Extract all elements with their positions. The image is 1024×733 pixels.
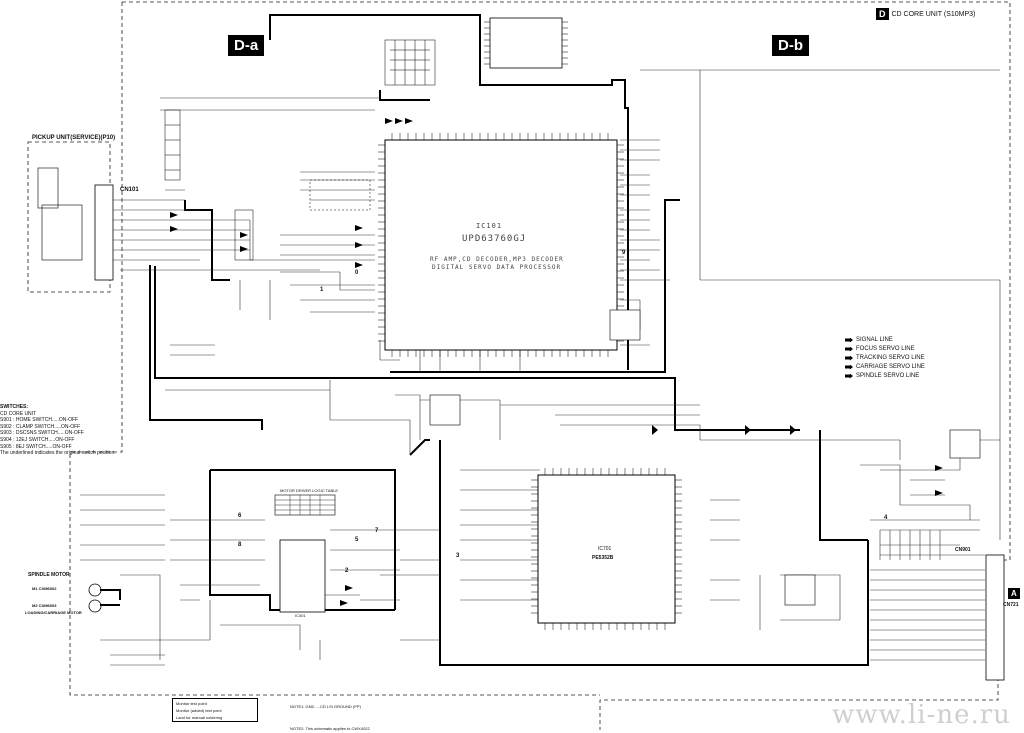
cn721-label: CN721 bbox=[1003, 602, 1019, 608]
signal-arrow-icon bbox=[845, 337, 853, 343]
switch-item: S901 : HOME SWITCH.....ON-OFF bbox=[0, 417, 79, 424]
carriage-arrow-icon bbox=[845, 364, 853, 370]
marker-2: 2 bbox=[345, 568, 349, 574]
pickup-laser-block bbox=[37, 167, 59, 209]
pickup-unit-title: PICKUP UNIT(SERVICE)(P10) bbox=[32, 135, 116, 141]
ic101-pins bbox=[378, 133, 624, 357]
cn901-label: CN901 bbox=[955, 547, 971, 553]
loading-motor-symbol bbox=[88, 599, 102, 613]
cn721-tag: A bbox=[1008, 588, 1020, 599]
left-column-components bbox=[164, 109, 254, 261]
marker-4: 4 bbox=[884, 515, 888, 521]
top-diode-array bbox=[384, 39, 436, 86]
switches-legend: SWITCHES: CD CORE UNIT S901 : HOME SWITC… bbox=[0, 404, 116, 457]
focus-arrow-icon bbox=[845, 346, 853, 352]
switches-title: SWITCHES: bbox=[0, 404, 29, 410]
switches-unit: CD CORE UNIT bbox=[0, 410, 37, 417]
regulator-ic bbox=[609, 309, 641, 341]
switch-item: S905 : 8EJ SWITCH.....ON-OFF bbox=[0, 443, 72, 450]
legend-spindle-servo-line: SPINDLE SERVO LINE bbox=[845, 373, 919, 379]
reset-ic bbox=[784, 574, 816, 606]
watermark: www.li-ne.ru bbox=[832, 700, 1011, 730]
test-point-legend: Monitor test point Monitor (added) test … bbox=[172, 698, 258, 722]
marker-3: 3 bbox=[456, 553, 460, 559]
ic301-body bbox=[279, 539, 326, 613]
unit-title-text: CD CORE UNIT (S10MP3) bbox=[891, 10, 976, 18]
legend-signal-line: SIGNAL LINE bbox=[845, 337, 893, 343]
unit-code-badge: D bbox=[876, 8, 889, 20]
monitor-added-test-point-note: Monitor (added) test point bbox=[176, 708, 222, 713]
marker-1: 1 bbox=[320, 287, 324, 293]
ic701-body bbox=[537, 474, 676, 624]
switches-note: The underlined indicates the original sw… bbox=[0, 450, 116, 457]
logic-ic bbox=[429, 394, 461, 426]
memory-ic-body bbox=[489, 17, 563, 69]
buffer-ic bbox=[949, 429, 981, 459]
ic101-desc-line2: DIGITAL SERVO DATA PROCESSOR bbox=[432, 264, 562, 271]
ic301-ref: IC301 bbox=[295, 613, 306, 618]
marker-6: 6 bbox=[238, 513, 242, 519]
unit-title: D CD CORE UNIT (S10MP3) bbox=[876, 8, 975, 20]
m1-label: M1 CXM6002 bbox=[32, 586, 57, 591]
spindle-motor-label: SPINDLE MOTOR bbox=[28, 572, 70, 578]
cn101-label: CN101 bbox=[120, 187, 139, 193]
ic701-ref: IC701 bbox=[598, 546, 612, 552]
legend-carriage-servo-line: CARRIAGE SERVO LINE bbox=[845, 364, 925, 370]
memory-ic-pins bbox=[484, 21, 568, 65]
ic101-ref: IC101 bbox=[476, 222, 503, 230]
spindle-arrow-icon bbox=[845, 373, 853, 379]
note-2: NOTE2: This schematic applies to CWX4022 bbox=[290, 726, 370, 731]
ic101-part: UPD63760GJ bbox=[462, 234, 527, 244]
switch-item: S902 : CLAMP SWITCH.....ON-OFF bbox=[0, 423, 81, 430]
ic701-part: PE5352B bbox=[592, 555, 614, 561]
marker-5: 5 bbox=[355, 537, 359, 543]
switch-item: S904 : 12EJ SWITCH.....ON-OFF bbox=[0, 436, 75, 443]
section-tag-d-a: D-a bbox=[228, 35, 265, 56]
marker-7: 7 bbox=[375, 528, 379, 534]
marker-8: 8 bbox=[238, 542, 242, 548]
tracking-arrow-icon bbox=[845, 355, 853, 361]
pickup-photodiode-block bbox=[41, 204, 83, 261]
motor-driver-table-title: MOTOR DRIVER LOGIC TABLE bbox=[280, 488, 339, 493]
ic101-body bbox=[384, 139, 618, 351]
legend-focus-servo-line: FOCUS SERVO LINE bbox=[845, 346, 915, 352]
motor-driver-table-grid bbox=[275, 495, 335, 515]
cn101-body bbox=[94, 184, 114, 281]
cn901-body bbox=[985, 554, 1005, 681]
m2-label: M2 CXM6003 bbox=[32, 603, 57, 608]
ic101-desc-line1: RF AMP,CD DECODER,MP3 DECODER bbox=[430, 256, 564, 263]
note-1: NOTE1: GND ....CD LSI GROUND (PP) bbox=[290, 704, 361, 709]
marker-0: 0 bbox=[355, 270, 359, 276]
marker-9: 9 bbox=[622, 250, 626, 256]
loading-motor-label: LOADING/CARRIAGE MOTOR bbox=[25, 610, 82, 615]
dashed-sub-block bbox=[309, 179, 371, 211]
monitor-test-point-note: Monitor test point bbox=[176, 701, 207, 706]
spindle-motor-symbol bbox=[88, 583, 102, 597]
ic701-pins bbox=[531, 468, 682, 630]
manual-soldering-note: Land for manual soldering bbox=[176, 715, 223, 720]
servo-arrow-markers bbox=[170, 118, 943, 606]
legend-tracking-servo-line: TRACKING SERVO LINE bbox=[845, 355, 925, 361]
section-tag-d-b: D-b bbox=[772, 35, 809, 56]
switch-item: S903 : DSCSNS SWITCH.....ON-OFF bbox=[0, 430, 84, 437]
